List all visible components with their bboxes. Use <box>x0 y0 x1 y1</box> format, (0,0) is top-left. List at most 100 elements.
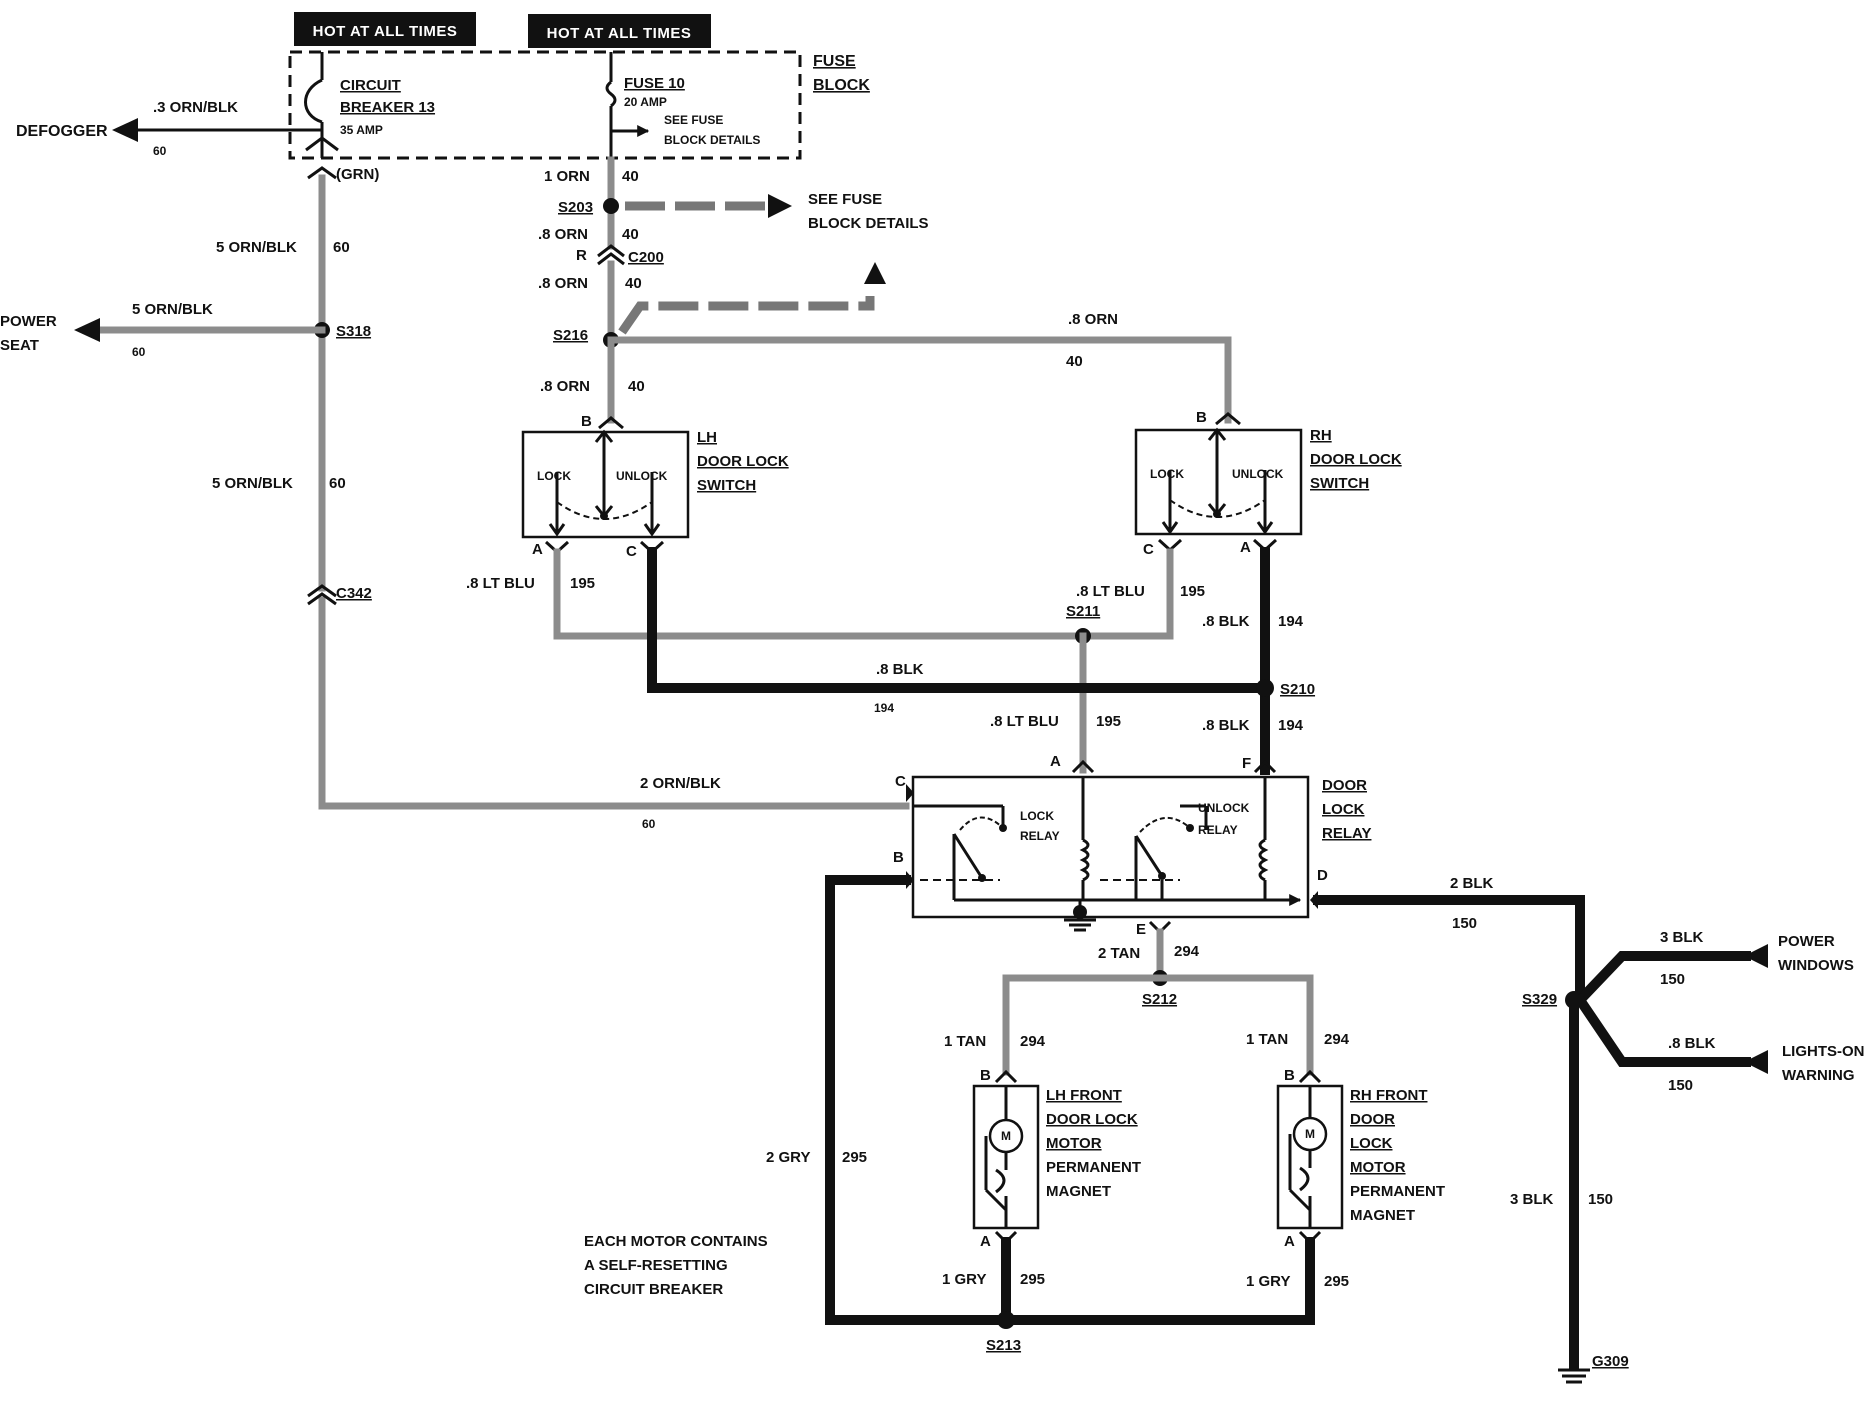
defogger-wire-label: .3 ORN/BLK <box>153 99 238 116</box>
blk-mid-wire-label: .8 BLK <box>876 661 924 678</box>
s203-splice <box>603 198 619 214</box>
note-line-2: A SELF-RESETTING <box>584 1257 728 1274</box>
s213-label: S213 <box>986 1337 1021 1354</box>
rh-motor-out-wire-label: 1 GRY <box>1246 1273 1290 1290</box>
relay-c-wire-label: 2 ORN/BLK <box>640 775 721 792</box>
s203-label: S203 <box>558 199 593 216</box>
lh-switch-pin-b-connector <box>598 416 624 430</box>
lh-switch-label-3: SWITCH <box>697 477 756 494</box>
lh-switch-label-1: LH <box>697 429 717 446</box>
tan-294-motor-feed-wire <box>1002 974 1314 1076</box>
see-details-label-1: SEE FUSE <box>808 191 882 208</box>
rh-c-circuit-label: 195 <box>1180 583 1205 600</box>
lw-circuit-label: 150 <box>1668 1077 1693 1094</box>
power-windows-ground-wire <box>1572 951 1751 1008</box>
lh-motor-label-5: MAGNET <box>1046 1183 1111 1200</box>
rh-switch-label-1: RH <box>1310 427 1332 444</box>
gry-wire-label: 2 GRY <box>766 1149 810 1166</box>
relay-d-wire-label: 2 BLK <box>1450 875 1494 892</box>
c200-up-wire-label: .8 ORN <box>538 226 588 243</box>
defogger-label: DEFOGGER <box>16 123 108 140</box>
circuit-breaker-label-2: BREAKER 13 <box>340 99 435 116</box>
relay-internal-circuits <box>913 777 1302 906</box>
fuse-see-details-2: BLOCK DETAILS <box>664 133 760 147</box>
grn-label: (GRN) <box>336 166 379 183</box>
rh-switch-internals <box>1161 427 1274 535</box>
fuse-block-label-2: BLOCK <box>813 77 870 94</box>
lh-motor-pin-a: A <box>980 1233 991 1250</box>
c200-label: C200 <box>628 249 664 266</box>
lh-switch-lock-label: LOCK <box>537 469 571 483</box>
relay-pin-f: F <box>1242 755 1251 772</box>
fuse-block-label-1: FUSE <box>813 53 856 70</box>
cb-down-wire-label: 5 ORN/BLK <box>216 239 297 256</box>
rh-switch-lock-label: LOCK <box>1150 467 1184 481</box>
circuit-breaker-rating: 35 AMP <box>340 123 383 137</box>
rh-motor-pin-a: A <box>1284 1233 1295 1250</box>
lh-motor-pin-b-connector <box>994 1069 1018 1084</box>
c342-connector-symbol <box>307 584 337 606</box>
power-seat-label-1: POWER <box>0 313 57 330</box>
lights-on-ground-wire <box>1573 993 1751 1067</box>
rh-motor-pin-b-connector <box>1298 1069 1322 1084</box>
relay-pin-b: B <box>893 849 904 866</box>
relay-a-circuit-label: 195 <box>1096 713 1121 730</box>
relay-c-circuit-label: 60 <box>642 817 656 831</box>
rh-motor-label-4: MOTOR <box>1350 1159 1406 1176</box>
rh-motor-in-circuit-label: 294 <box>1324 1031 1350 1048</box>
lh-motor-in-circuit-label: 294 <box>1020 1033 1046 1050</box>
circuit-breaker-label-1: CIRCUIT <box>340 77 401 94</box>
rh-motor-out-circuit-label: 295 <box>1324 1273 1349 1290</box>
ground-wire-label: 3 BLK <box>1510 1191 1554 1208</box>
lh-switch-pin-b: B <box>581 413 592 430</box>
see-fuse-pointer-arrow-icon <box>768 194 792 218</box>
lh-in-wire-label: .8 ORN <box>540 378 590 395</box>
lh-a-circuit-label: 195 <box>570 575 595 592</box>
lh-motor-pin-b: B <box>980 1067 991 1084</box>
relay-a-wire-label: .8 LT BLU <box>990 713 1059 730</box>
lw-wire-label: .8 BLK <box>1668 1035 1716 1052</box>
circuit-breaker-13-symbol <box>304 52 339 158</box>
lt-blu-195-loop-wire <box>553 548 1174 640</box>
fuse-10-rating: 20 AMP <box>624 95 667 109</box>
c342-label: C342 <box>336 585 372 602</box>
rh-switch-label-3: SWITCH <box>1310 475 1369 492</box>
blk-mid-circuit-label: 194 <box>874 701 894 715</box>
motor-note: EACH MOTOR CONTAINS A SELF-RESETTING CIR… <box>584 1233 768 1298</box>
fuse-see-details-1: SEE FUSE <box>664 113 723 127</box>
rh-motor-m: M <box>1305 1127 1315 1141</box>
lh-motor-label-2: DOOR LOCK <box>1046 1111 1138 1128</box>
defogger-circuit-label: 60 <box>153 144 167 158</box>
lock-relay-label-2: RELAY <box>1020 829 1060 843</box>
lh-a-wire-label: .8 LT BLU <box>466 575 535 592</box>
rh-feed-wire-label: .8 ORN <box>1068 311 1118 328</box>
lh-switch-pin-c: C <box>626 543 637 560</box>
relay-label-2: LOCK <box>1322 801 1365 818</box>
relay-d-circuit-label: 150 <box>1452 915 1477 932</box>
relay-label-3: RELAY <box>1322 825 1371 842</box>
relay-d-ground-wire <box>1313 895 1585 1005</box>
c200-down-circuit-label: 40 <box>625 275 642 292</box>
note-line-1: EACH MOTOR CONTAINS <box>584 1233 768 1250</box>
lh-switch-unlock-label: UNLOCK <box>616 469 668 483</box>
rh-motor-label-1: RH FRONT <box>1350 1087 1428 1104</box>
s216-label: S216 <box>553 327 588 344</box>
relay-pin-a: A <box>1050 753 1061 770</box>
hot-at-all-times-right-header: HOT AT ALL TIMES <box>528 14 711 48</box>
relay-e-wire-label: 2 TAN <box>1098 945 1140 962</box>
s216-pointer-line <box>618 296 875 335</box>
lower-circuit-label: 60 <box>329 475 346 492</box>
lights-on-arrow-icon <box>1744 1050 1768 1074</box>
rh-a-circuit-label: 194 <box>1278 613 1304 630</box>
rh-a-wire-label: .8 BLK <box>1202 613 1250 630</box>
cb-down-circuit-label: 60 <box>333 239 350 256</box>
relay-pin-e: E <box>1136 921 1146 938</box>
relay-pin-a-connector <box>1071 759 1095 774</box>
c200-r-label: R <box>576 247 587 264</box>
relay-pin-c: C <box>895 773 906 790</box>
fuse-10-symbol <box>605 52 650 160</box>
s212-label: S212 <box>1142 991 1177 1008</box>
lh-switch-label-2: DOOR LOCK <box>697 453 789 470</box>
gry-295-loop-wire <box>825 875 1315 1325</box>
